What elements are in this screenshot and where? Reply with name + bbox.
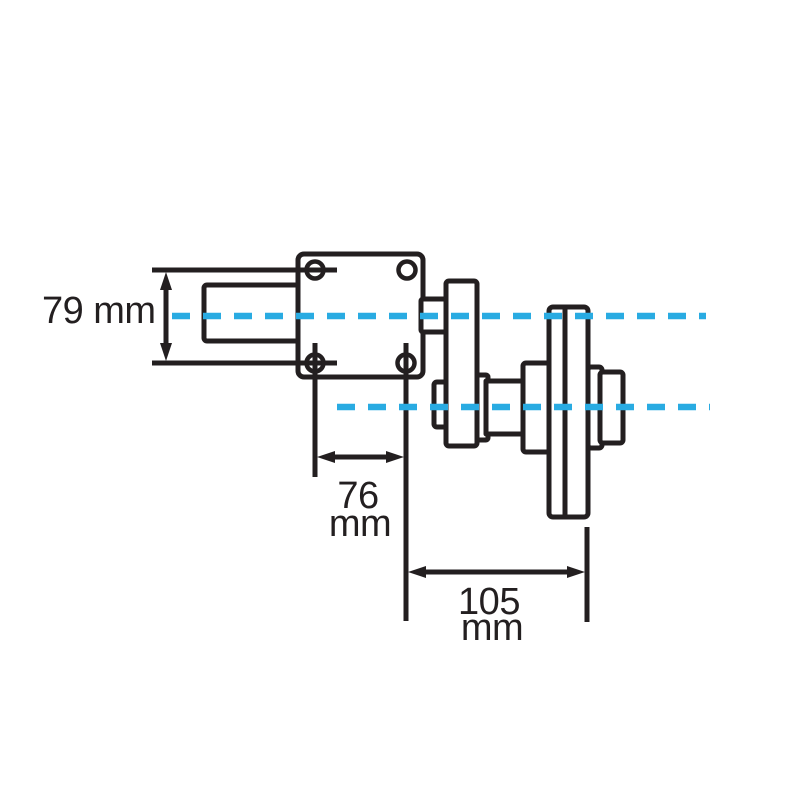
arrowhead-left (317, 451, 335, 463)
mounting-holes (304, 259, 418, 374)
rear-disc (546, 304, 591, 520)
arrowhead-left (408, 566, 426, 578)
dimension-arrow-76mm (317, 451, 404, 463)
mounting-hole-bottom-right (395, 352, 417, 374)
arrowhead-up (160, 272, 172, 290)
arrowhead-right (386, 451, 404, 463)
mounting-hole-bottom-left (304, 352, 326, 374)
front-disc (443, 278, 480, 449)
dimension-76mm-value: 76 (337, 475, 379, 517)
dimension-arrow-105mm (408, 566, 585, 578)
dimension-105mm-value: 105 (458, 581, 520, 623)
dimension-79mm-value: 79 (42, 290, 84, 332)
arrowhead-right (567, 566, 585, 578)
mounting-hole-top-right (396, 259, 418, 281)
dimension-79mm-unit: mm (93, 290, 156, 332)
dimension-arrow-79mm (160, 272, 172, 361)
dimension-76mm-unit: mm (328, 503, 392, 545)
assembly-shapes (201, 251, 626, 520)
dimension-105mm-unit: mm (460, 607, 524, 649)
mounting-hole-top-left (304, 259, 326, 281)
arrowhead-down (160, 343, 172, 361)
